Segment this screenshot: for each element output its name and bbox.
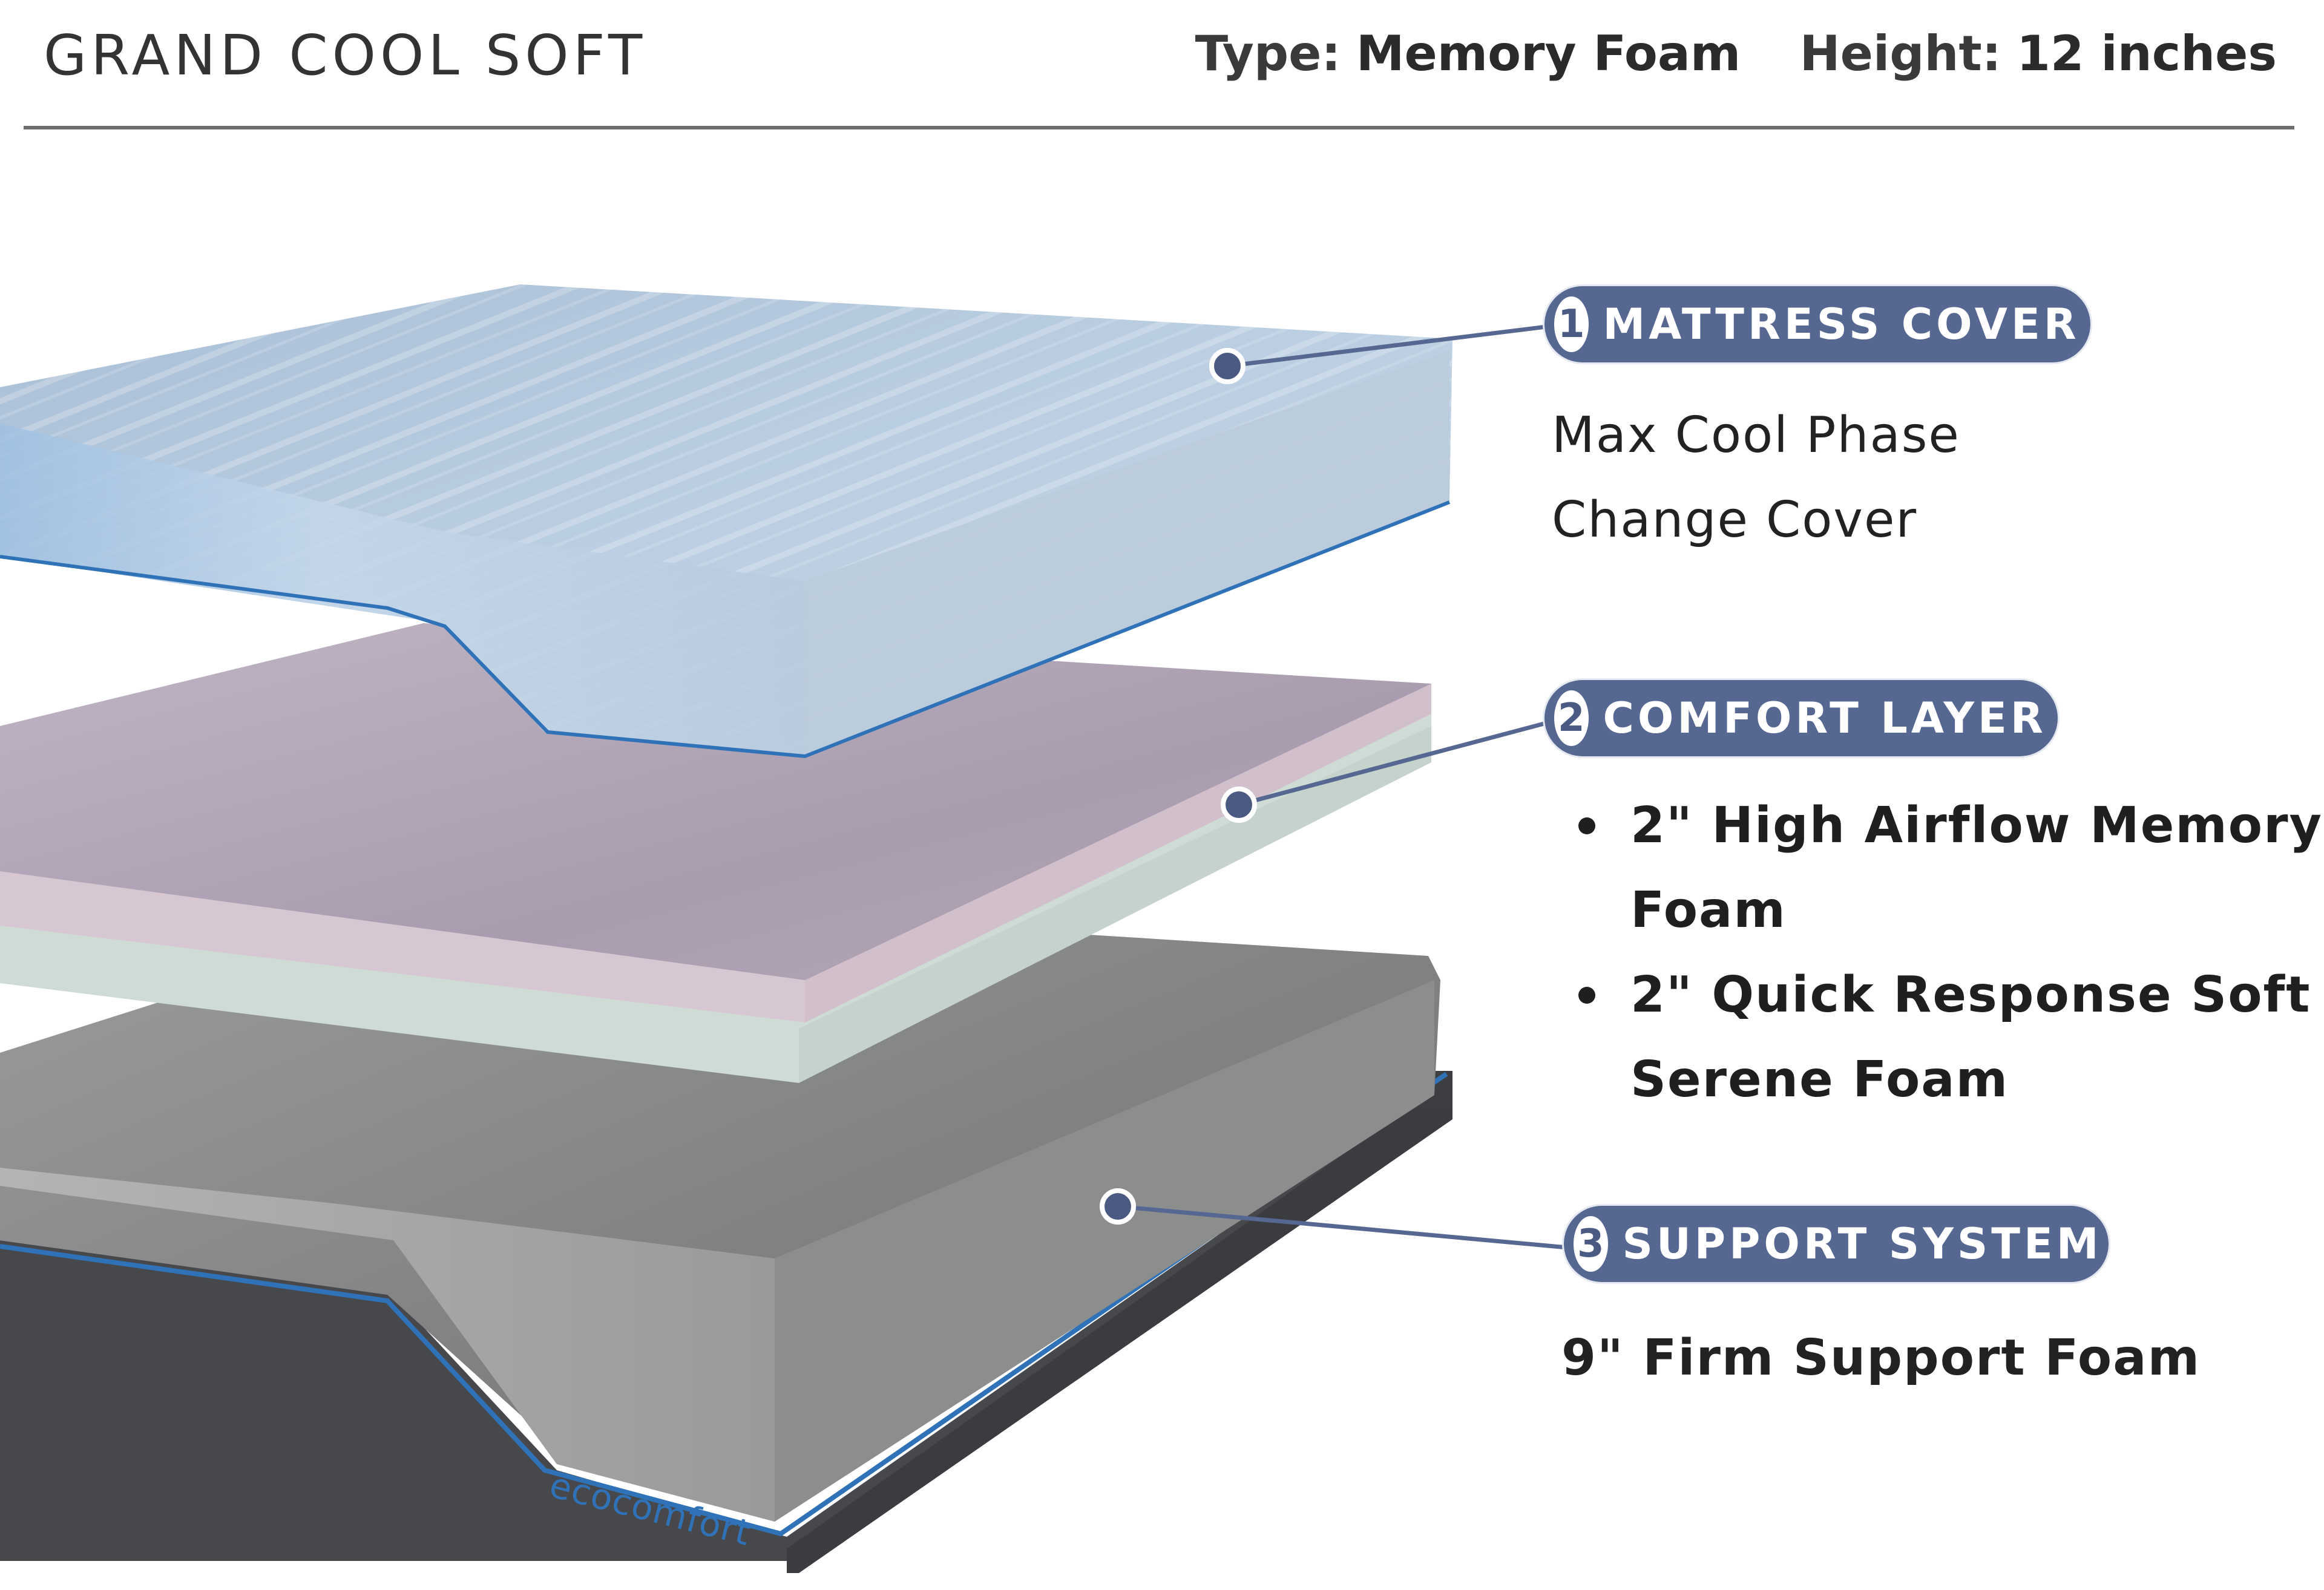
layer-title: MATTRESS COVER (1603, 299, 2080, 349)
layer-number-2-icon: 2 (1554, 690, 1589, 746)
spec-height-label: Height: (1799, 25, 2001, 82)
layer-number-1-icon: 1 (1554, 296, 1589, 352)
layer-number-3-icon: 3 (1574, 1216, 1608, 1272)
callout-support-system[interactable]: 3 SUPPORT SYSTEM (1564, 1206, 2109, 1282)
bullet-line: 2" High Airflow Memory (1630, 797, 2323, 854)
comfort-layer-upper (0, 623, 1431, 1022)
spec-type-value: Memory Foam (1356, 25, 1741, 82)
callout-dot-1[interactable] (1209, 348, 1246, 384)
callout-mattress-cover[interactable]: 1 MATTRESS COVER (1544, 286, 2090, 362)
mattress-cover (0, 284, 1452, 759)
bullet-line: Serene Foam (1630, 1051, 2009, 1108)
comfort-layer-bullets: 2" High Airflow Memory Foam 2" Quick Res… (1569, 784, 2323, 1122)
layer-description-line: 9" Firm Support Foam (1561, 1329, 2201, 1387)
layer-description-line: Max Cool Phase (1552, 407, 1960, 464)
layer-description-line: Change Cover (1552, 491, 1918, 549)
product-specs: Type: Memory Foam Height: 12 inches (1152, 25, 2277, 82)
layer-title: COMFORT LAYER (1603, 693, 2047, 743)
bullet-item: 2" Quick Response Soft Serene Foam (1569, 953, 2323, 1122)
bullet-item: 2" High Airflow Memory Foam (1569, 784, 2323, 953)
callout-comfort-layer[interactable]: 2 COMFORT LAYER (1544, 680, 2058, 756)
comfort-layer-lower (0, 702, 1431, 1083)
support-foam (0, 923, 1440, 1522)
spec-type-label: Type: (1195, 25, 1341, 82)
spec-type: Type: Memory Foam (1195, 25, 1741, 82)
header-divider (24, 126, 2294, 129)
product-title: GRAND COOL SOFT (44, 23, 647, 88)
spec-height-value: 12 inches (2017, 25, 2277, 82)
bullet-line: Foam (1630, 882, 1787, 939)
callout-dot-3[interactable] (1100, 1188, 1136, 1225)
callout-dot-2[interactable] (1221, 787, 1257, 823)
callout-connectors (1117, 324, 1568, 1250)
layer-title: SUPPORT SYSTEM (1622, 1219, 2102, 1269)
bullet-line: 2" Quick Response Soft (1630, 966, 2311, 1024)
spec-height: Height: 12 inches (1800, 25, 2277, 82)
base-cover (0, 1071, 1452, 1573)
